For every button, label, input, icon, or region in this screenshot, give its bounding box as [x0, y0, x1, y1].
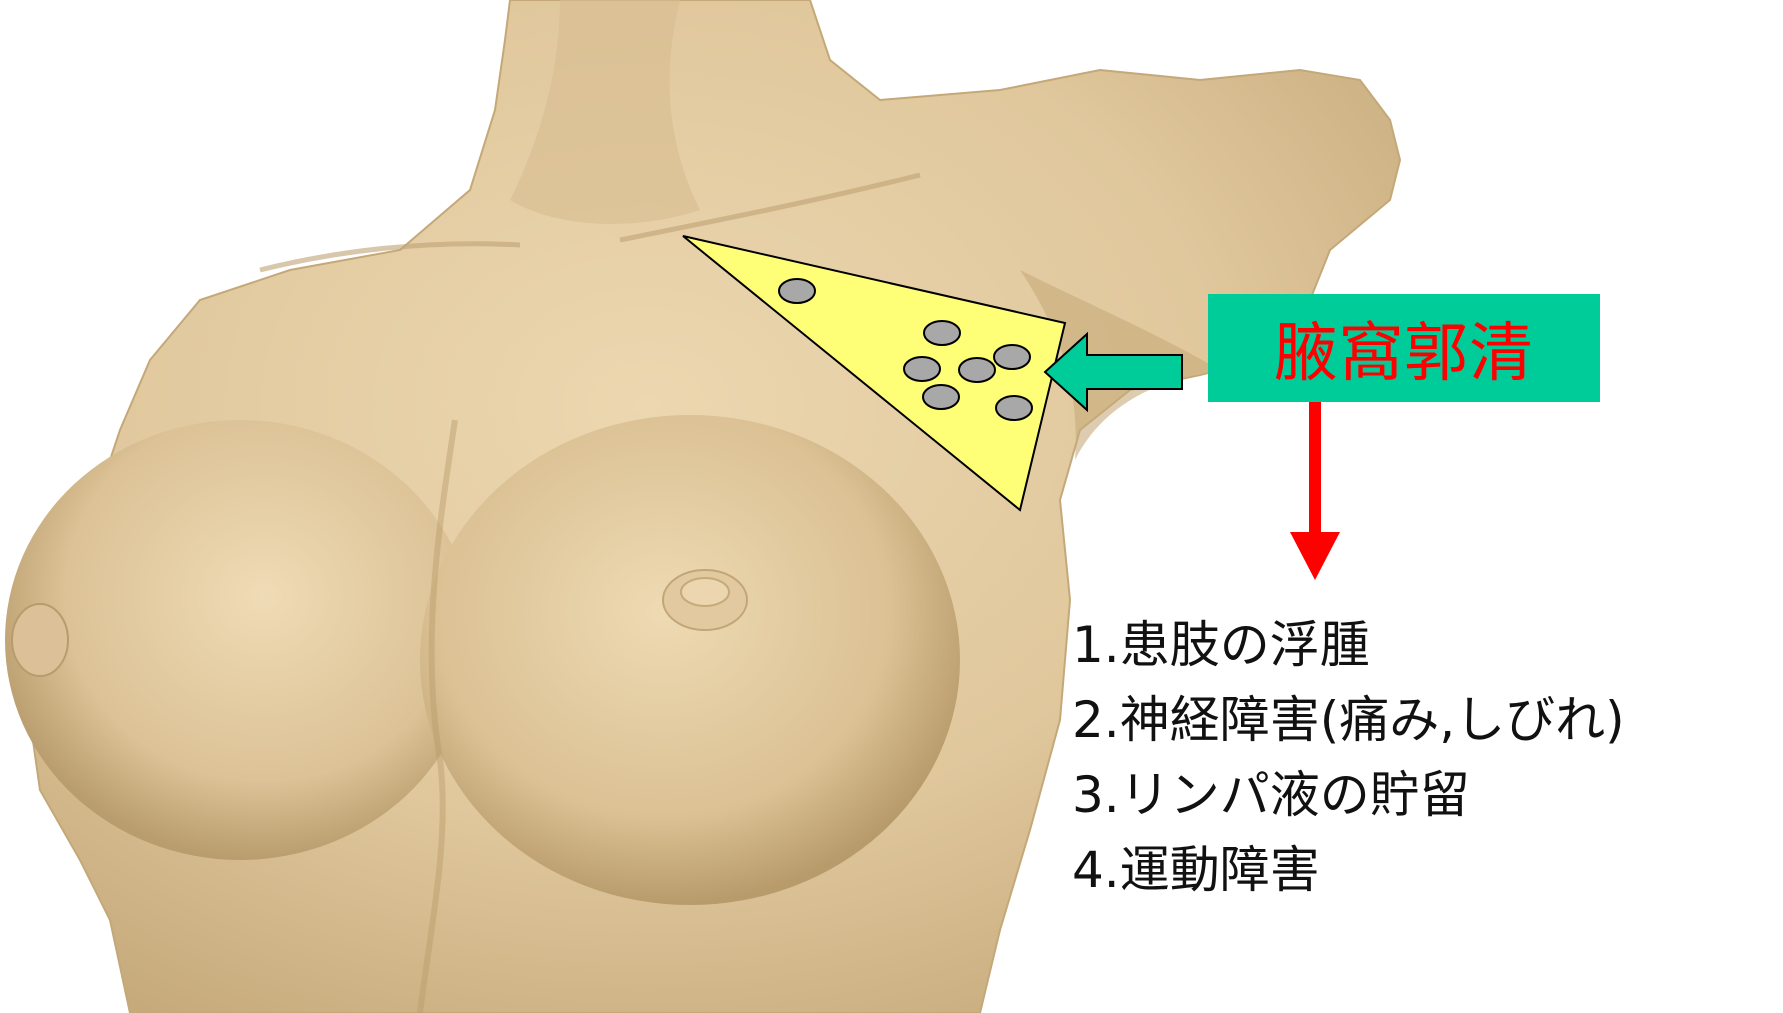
complications-list: 1.患肢の浮腫 2.神経障害(痛み,しびれ) 3.リンパ液の貯留 4.運動障害 [1072, 608, 1625, 908]
lymph-node [923, 385, 959, 409]
lymph-node [924, 321, 960, 345]
procedure-label-box: 腋窩郭清 [1208, 294, 1600, 402]
complication-item: 4.運動障害 [1072, 833, 1625, 908]
complication-item: 1.患肢の浮腫 [1072, 608, 1625, 683]
procedure-label: 腋窩郭清 [1274, 302, 1534, 394]
lymph-node [904, 357, 940, 381]
red-arrow-shaft [1309, 402, 1321, 536]
complication-item: 2.神経障害(痛み,しびれ) [1072, 683, 1625, 758]
lymph-node [994, 345, 1030, 369]
breast-right [420, 415, 960, 905]
lymph-node [779, 279, 815, 303]
nipple-left [12, 604, 68, 676]
nipple-right-center [681, 578, 729, 606]
complication-item: 3.リンパ液の貯留 [1072, 758, 1625, 833]
red-arrow-head [1290, 532, 1340, 580]
lymph-node [959, 358, 995, 382]
breast-left [5, 420, 475, 860]
lymph-node [996, 396, 1032, 420]
